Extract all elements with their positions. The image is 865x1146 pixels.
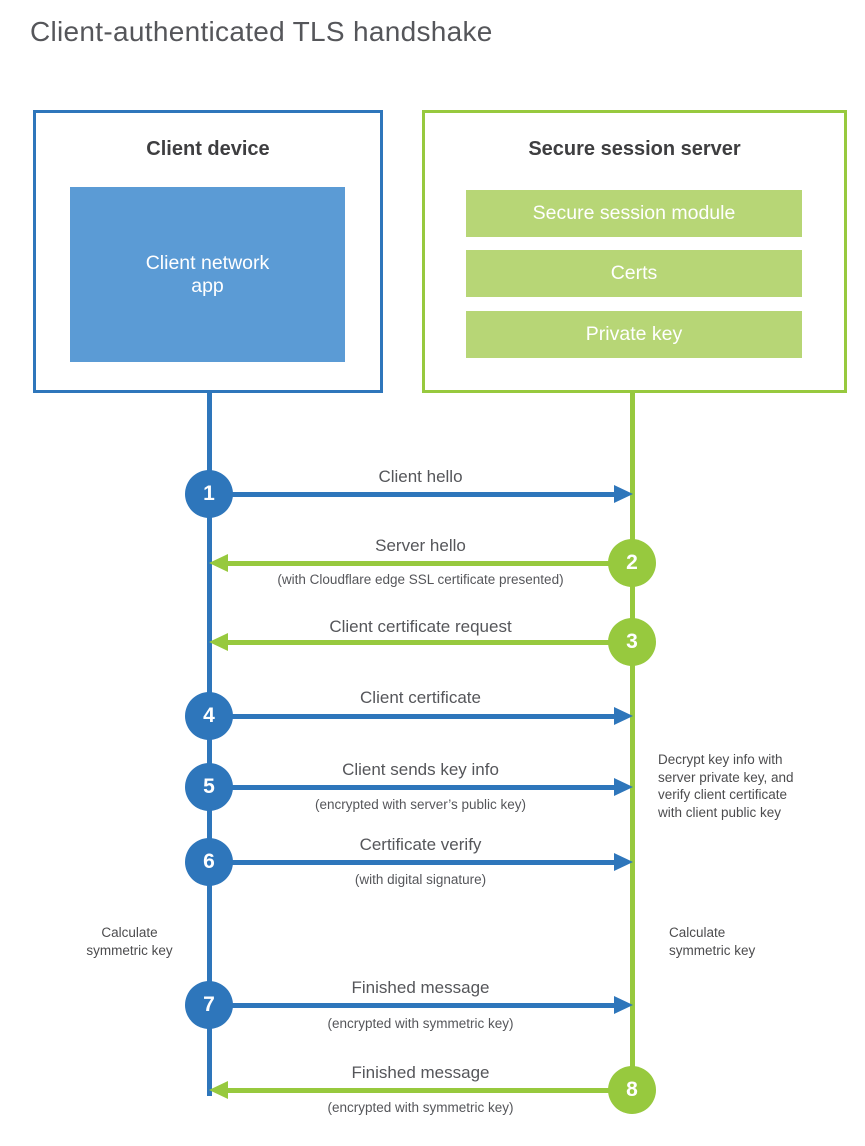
- step-2-label: Server hello: [375, 536, 466, 555]
- step-4-arrowhead-icon: [614, 707, 633, 725]
- server-certs-bar: Certs: [466, 250, 802, 297]
- step-2-sublabel: (with Cloudflare edge SSL certificate pr…: [277, 572, 564, 587]
- step-7-label: Finished message: [351, 978, 490, 997]
- step-2-arrowhead-icon: [209, 554, 228, 572]
- step-7-circle: 7: [185, 981, 233, 1029]
- step-8-arrowhead-icon: [209, 1081, 228, 1099]
- step-1-label: Client hello: [378, 467, 463, 486]
- client-network-app-box: Client network app: [70, 187, 345, 362]
- step-3-circle: 3: [608, 618, 656, 666]
- step-8-circle: 8: [608, 1066, 656, 1114]
- server-private-key-bar: Private key: [466, 311, 802, 358]
- step-5-arrowhead-icon: [614, 778, 633, 796]
- step-2-circle: 2: [608, 539, 656, 587]
- step-5-sublabel: (encrypted with server’s public key): [314, 797, 527, 812]
- step-3-arrow-line: [227, 640, 632, 645]
- step-6-arrowhead-icon: [614, 853, 633, 871]
- step-7-arrow-line: [209, 1003, 617, 1008]
- step-6-sublabel: (with digital signature): [354, 872, 487, 887]
- step-7-sublabel: (encrypted with symmetric key): [327, 1016, 514, 1031]
- step-4-circle: 4: [185, 692, 233, 740]
- step-3-label: Client certificate request: [329, 617, 512, 636]
- decrypt-key-note: Decrypt key info with server private key…: [658, 752, 794, 820]
- step-3-arrowhead-icon: [209, 633, 228, 651]
- step-8-arrow-line: [227, 1088, 632, 1093]
- step-1-circle: 1: [185, 470, 233, 518]
- step-1-arrow-line: [209, 492, 617, 497]
- step-6-label: Certificate verify: [359, 835, 482, 854]
- calculate-symmetric-key-left: Calculate symmetric key: [86, 925, 173, 958]
- step-7-arrowhead-icon: [614, 996, 633, 1014]
- server-module-bar: Secure session module: [466, 190, 802, 237]
- secure-session-server-title: Secure session server: [528, 138, 741, 160]
- step-6-circle: 6: [185, 838, 233, 886]
- step-1-arrowhead-icon: [614, 485, 633, 503]
- client-lifeline: [207, 392, 212, 1096]
- client-device-title: Client device: [146, 138, 270, 160]
- calculate-symmetric-key-right: Calculate symmetric key: [669, 925, 756, 958]
- step-5-circle: 5: [185, 763, 233, 811]
- server-lifeline: [630, 392, 635, 1092]
- page-title: Client-authenticated TLS handshake: [30, 16, 493, 47]
- step-8-label: Finished message: [351, 1063, 490, 1082]
- step-6-arrow-line: [209, 860, 617, 865]
- step-4-arrow-line: [209, 714, 617, 719]
- step-4-label: Client certificate: [360, 688, 481, 707]
- step-5-arrow-line: [209, 785, 617, 790]
- step-5-label: Client sends key info: [342, 760, 499, 779]
- step-8-sublabel: (encrypted with symmetric key): [327, 1100, 514, 1115]
- step-2-arrow-line: [227, 561, 632, 566]
